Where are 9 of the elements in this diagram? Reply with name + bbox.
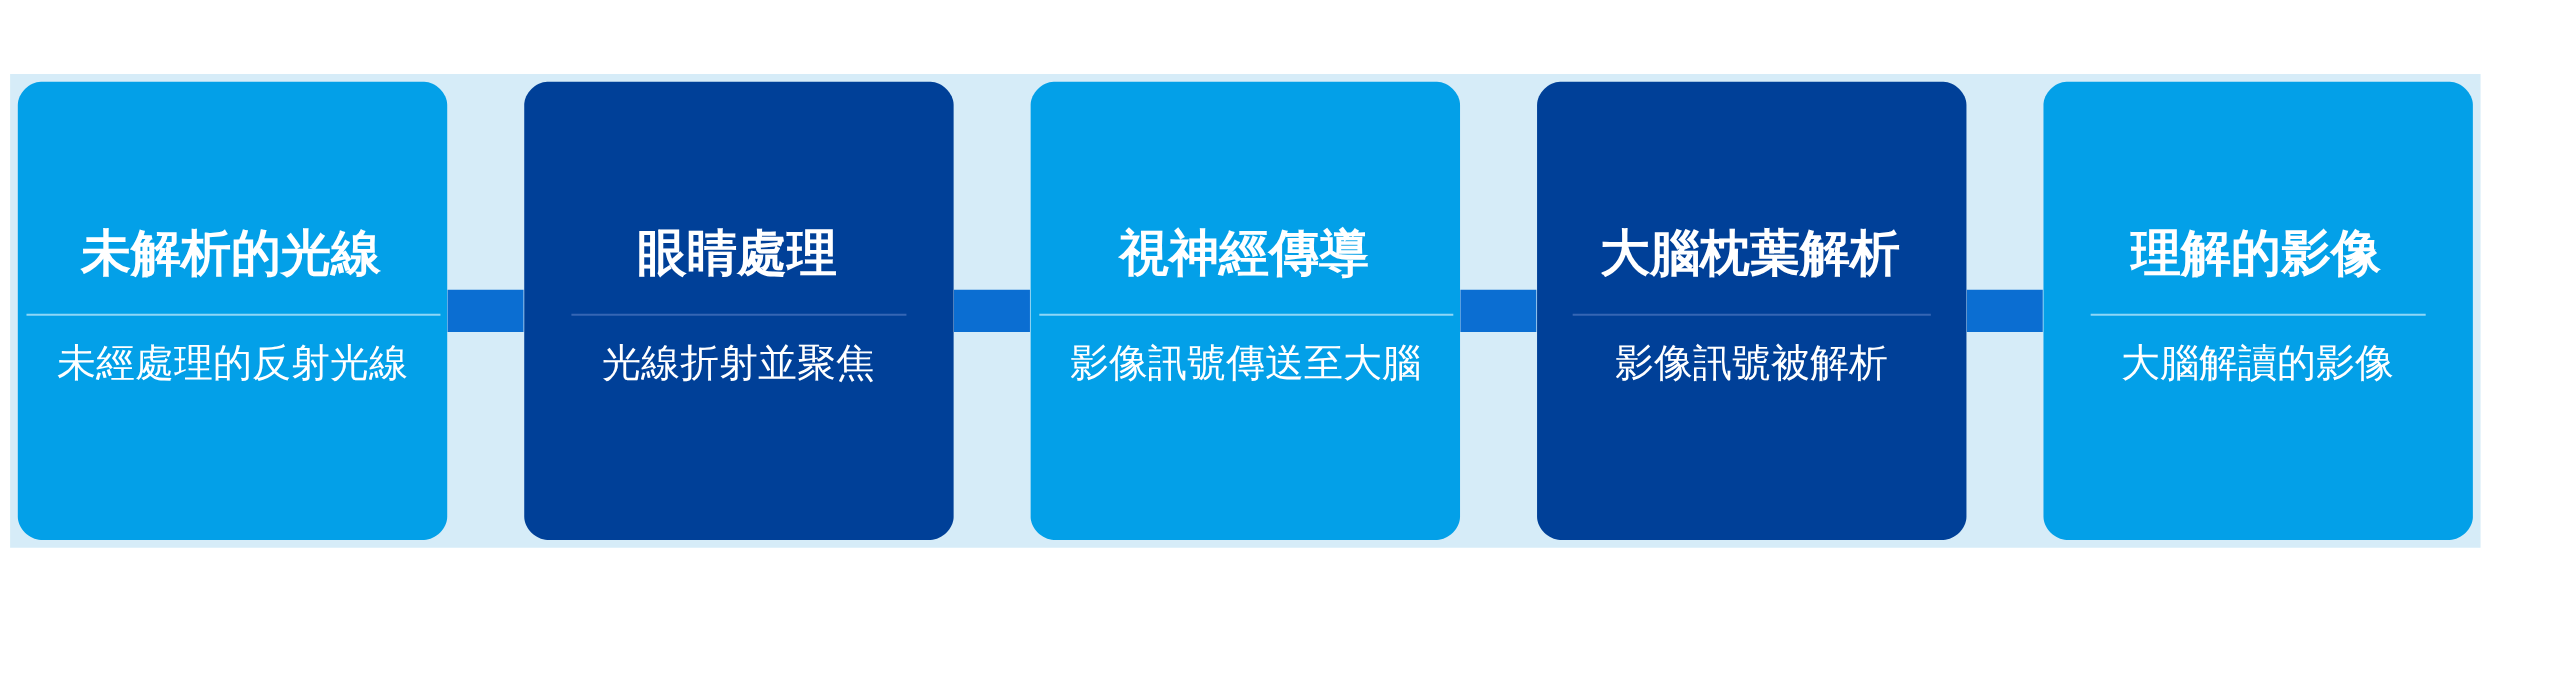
- connector: [447, 289, 524, 332]
- connector: [1966, 289, 2043, 332]
- connector: [954, 289, 1030, 332]
- node-box: 未解析的光線 未經處理的反射光線: [17, 81, 448, 540]
- node-box: 理解的影像 大腦解讀的影像: [2043, 81, 2473, 540]
- node-box: 眼睛處理 光線折射並聚焦: [524, 81, 954, 540]
- connector: [1460, 289, 1537, 332]
- node-box: 視神經傳導 影像訊號傳送至大腦: [1030, 81, 1461, 540]
- node-box: 大腦枕葉解析 影像訊號被解析: [1537, 81, 1967, 540]
